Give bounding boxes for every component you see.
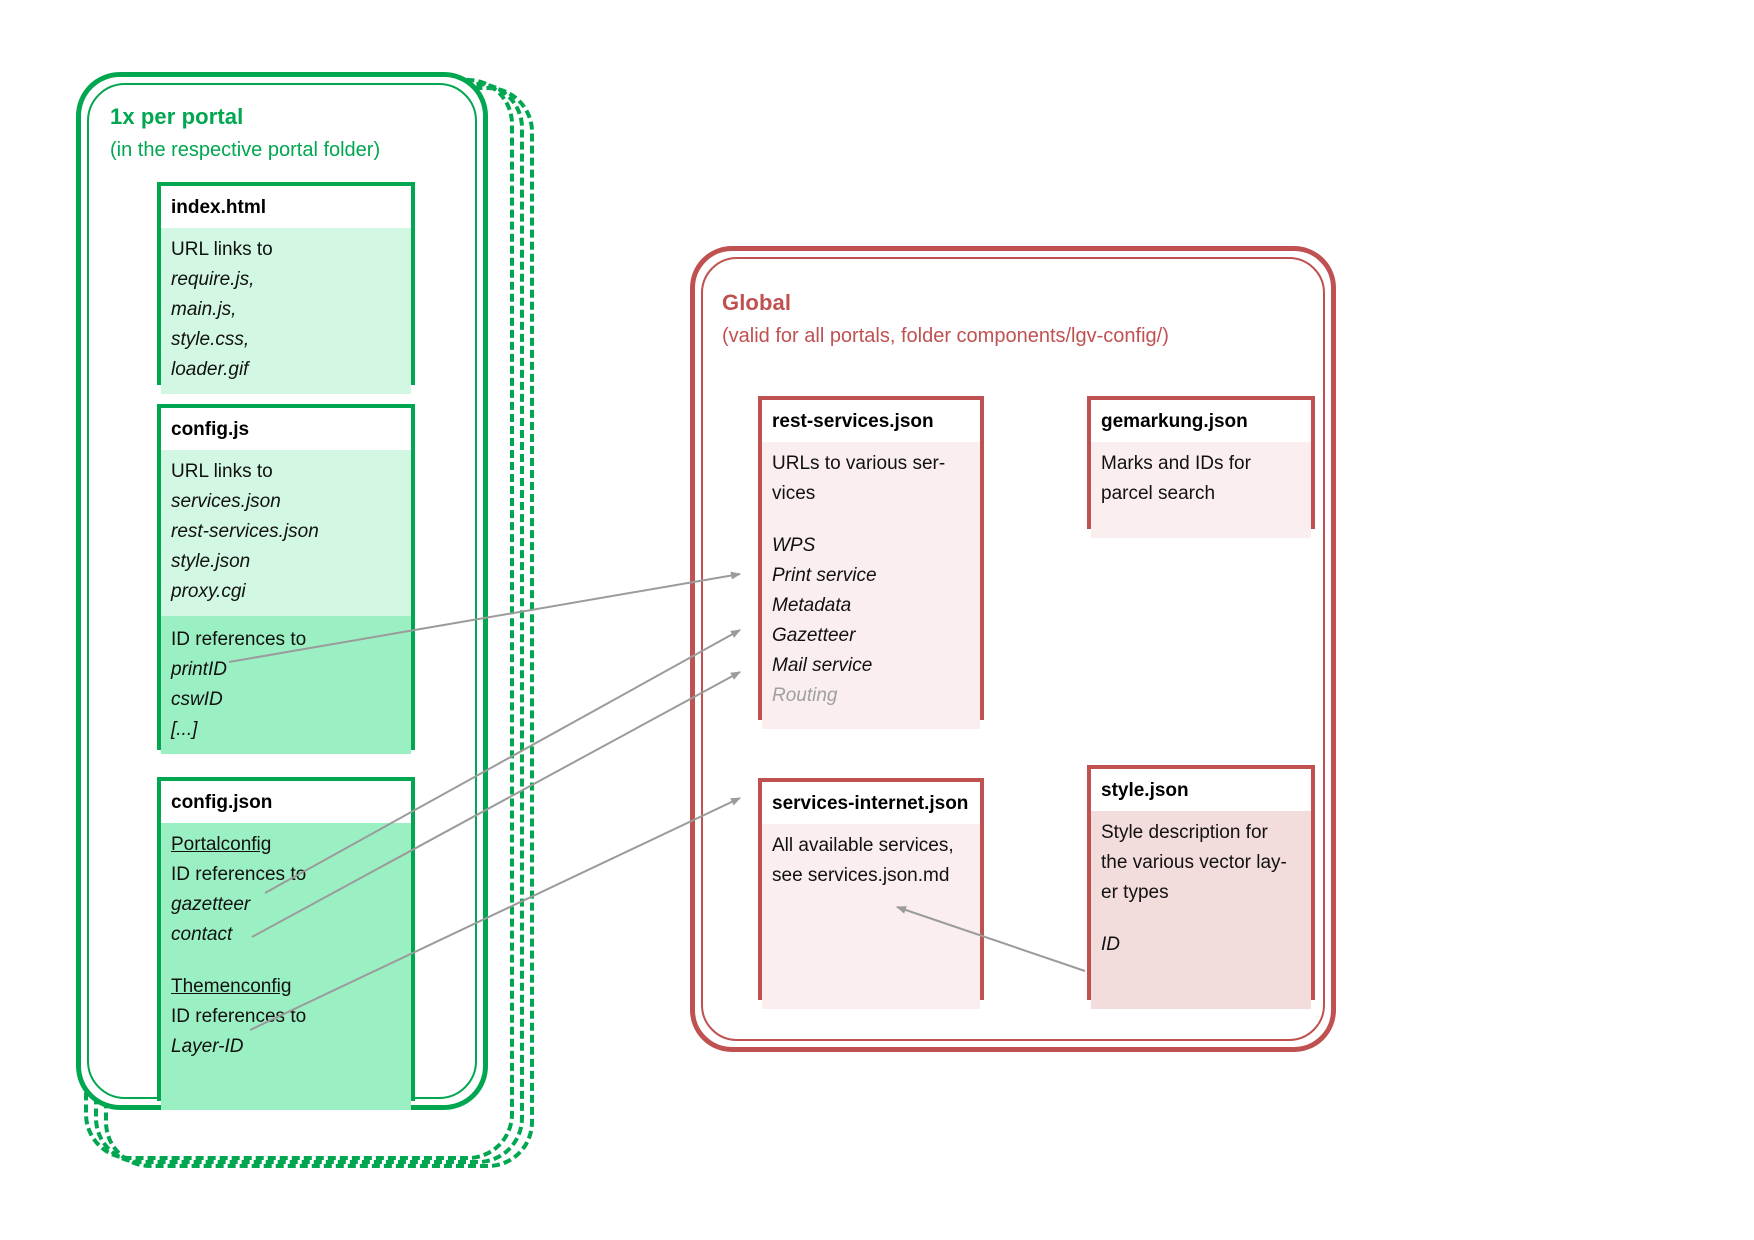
body-item-disabled: Routing <box>772 685 838 706</box>
body-lead: ID references to <box>171 629 307 650</box>
file-box-body: Style description for the various vector… <box>1091 811 1311 1009</box>
body-line: parcel search <box>1101 483 1216 504</box>
portal-panel-subtitle: (in the respective portal folder) <box>110 139 381 161</box>
body-item: Gazetteer <box>772 625 856 646</box>
body-item: [...] <box>171 719 198 740</box>
file-box-title: gemarkung.json <box>1091 400 1311 442</box>
file-box-body: Portalconfig ID references to gazetteer … <box>161 823 411 1110</box>
file-box-title: index.html <box>161 186 411 228</box>
file-box-index-html[interactable]: index.html URL links to require.js, main… <box>157 182 415 394</box>
file-box-body: All available services, see services.jso… <box>762 824 980 1009</box>
file-box-services-internet-json[interactable]: services-internet.json All available ser… <box>758 778 984 1009</box>
body-item: contact <box>171 924 233 945</box>
portal-panel-title: 1x per portal <box>110 104 244 129</box>
body-item: require.js, <box>171 269 255 290</box>
body-spacer <box>1101 908 1301 930</box>
body-item: Layer-ID <box>171 1036 244 1057</box>
body-section-themenconfig: Themenconfig <box>171 976 292 997</box>
body-lead: URL links to <box>171 239 273 260</box>
body-line: er types <box>1101 882 1169 903</box>
body-item: ID <box>1101 934 1120 955</box>
body-lead: URLs to various ser- <box>772 453 946 474</box>
file-box-body-ids: ID references to printID cswID [...] <box>161 616 411 754</box>
body-item: style.json <box>171 551 251 572</box>
file-box-title: rest-services.json <box>762 400 980 442</box>
body-item: rest-services.json <box>171 521 319 542</box>
file-box-body-urls: URL links to services.json rest-services… <box>161 450 411 616</box>
file-box-body: URL links to require.js, main.js, style.… <box>161 228 411 394</box>
body-spacer <box>171 950 401 972</box>
body-lead: ID references to <box>171 864 307 885</box>
global-panel-title: Global <box>722 290 792 315</box>
body-line: the various vector lay- <box>1101 852 1287 873</box>
file-box-title: services-internet.json <box>762 782 980 824</box>
body-item: Metadata <box>772 595 852 616</box>
file-box-title: style.json <box>1091 769 1311 811</box>
body-section-portalconfig: Portalconfig <box>171 834 272 855</box>
body-item: proxy.cgi <box>171 581 246 602</box>
body-item: printID <box>171 659 227 680</box>
body-lead: ID references to <box>171 1006 307 1027</box>
body-item: Mail service <box>772 655 873 676</box>
body-spacer <box>772 509 970 531</box>
file-box-title: config.js <box>161 408 411 450</box>
file-box-body: Marks and IDs for parcel search <box>1091 442 1311 538</box>
global-panel-subtitle: (valid for all portals, folder component… <box>722 325 1169 347</box>
body-item: WPS <box>772 535 816 556</box>
body-lead: URL links to <box>171 461 273 482</box>
file-box-gemarkung-json[interactable]: gemarkung.json Marks and IDs for parcel … <box>1087 396 1315 538</box>
body-item: services.json <box>171 491 281 512</box>
file-box-config-json[interactable]: config.json Portalconfig ID references t… <box>157 777 415 1110</box>
body-lead-cont: vices <box>772 483 816 504</box>
file-box-style-json[interactable]: style.json Style description for the var… <box>1087 765 1315 1009</box>
body-item: Print service <box>772 565 877 586</box>
file-box-config-js[interactable]: config.js URL links to services.json res… <box>157 404 415 754</box>
body-line: All available services, <box>772 835 954 856</box>
body-line: Style description for <box>1101 822 1268 843</box>
file-box-body: URLs to various ser- vices WPS Print ser… <box>762 442 980 729</box>
file-box-rest-services-json[interactable]: rest-services.json URLs to various ser- … <box>758 396 984 729</box>
body-item: style.css, <box>171 329 250 350</box>
body-item: gazetteer <box>171 894 251 915</box>
body-item: cswID <box>171 689 223 710</box>
file-box-title: config.json <box>161 781 411 823</box>
body-line: see services.json.md <box>772 865 950 886</box>
body-line: Marks and IDs for <box>1101 453 1251 474</box>
body-item: loader.gif <box>171 359 249 380</box>
body-item: main.js, <box>171 299 237 320</box>
